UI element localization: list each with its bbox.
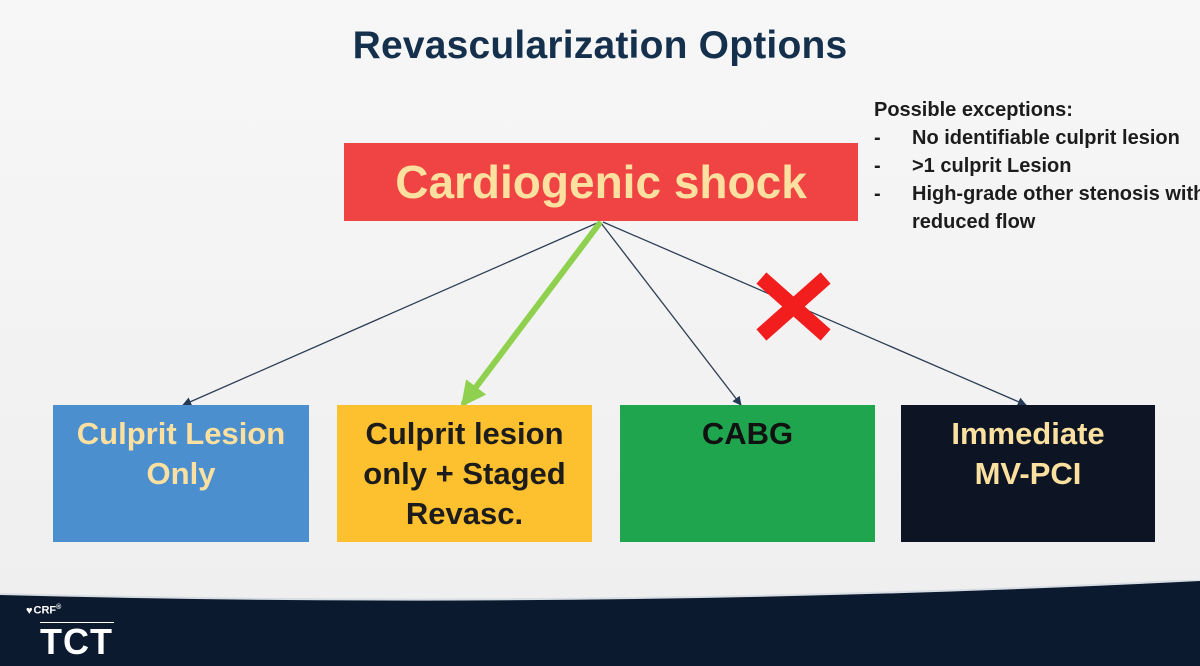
option-immediate-mv-pci: Immediate MV-PCI [901,405,1155,542]
crf-label: CRF [33,604,57,617]
exception-item: - High-grade other stenosis with reduced… [874,180,1200,236]
tct-logo: ♥CRF® TCT [22,604,122,664]
exception-text: >1 culprit Lesion [912,155,1072,177]
option-label-line: Culprit Lesion [76,416,286,451]
exception-text: High-grade other stenosis with reduced f… [912,183,1200,233]
footer-band [0,580,1200,666]
cardiogenic-shock-label: Cardiogenic shock [395,156,807,208]
option-label-line: Immediate [951,416,1105,451]
cardiogenic-shock-box: Cardiogenic shock [344,143,858,221]
slide-title: Revascularization Options [352,24,848,67]
option-label-line: CABG [701,416,794,451]
arrow-to-culprit-only [182,222,598,406]
option-label-line: Culprit lesion [365,416,564,451]
option-culprit-lesion-only: Culprit Lesion Only [53,405,309,542]
exceptions-panel: Possible exceptions: - No identifiable c… [874,96,1200,236]
exception-item: - No identifiable culprit lesion [874,124,1200,152]
option-label-line: only + Staged [363,456,566,491]
option-label-line: MV-PCI [974,456,1082,491]
crf-brand: ♥CRF® [26,604,61,617]
exception-text: No identifiable culprit lesion [912,127,1180,149]
logo-divider [40,622,114,623]
exception-item: - >1 culprit Lesion [874,152,1200,180]
bullet-dash: - [874,183,881,205]
arrow-to-immediate-mv-pci [602,221,1027,406]
option-culprit-staged-revasc: Culprit lesion only + Staged Revasc. [337,405,592,542]
red-x-icon [756,272,831,341]
bullet-dash: - [874,155,881,177]
option-label-line: Revasc. [405,496,524,531]
green-arrow-icon [460,221,602,408]
option-cabg: CABG [620,405,875,542]
tct-label: TCT [40,621,113,662]
bullet-dash: - [874,127,881,149]
registered-mark: ® [56,604,62,611]
crf-heart-icon: ♥ [26,604,33,617]
exceptions-heading: Possible exceptions: [874,99,1073,121]
exceptions-list: - No identifiable culprit lesion - >1 cu… [874,124,1200,236]
option-label-line: Only [146,456,216,491]
arrow-to-cabg [600,222,742,406]
